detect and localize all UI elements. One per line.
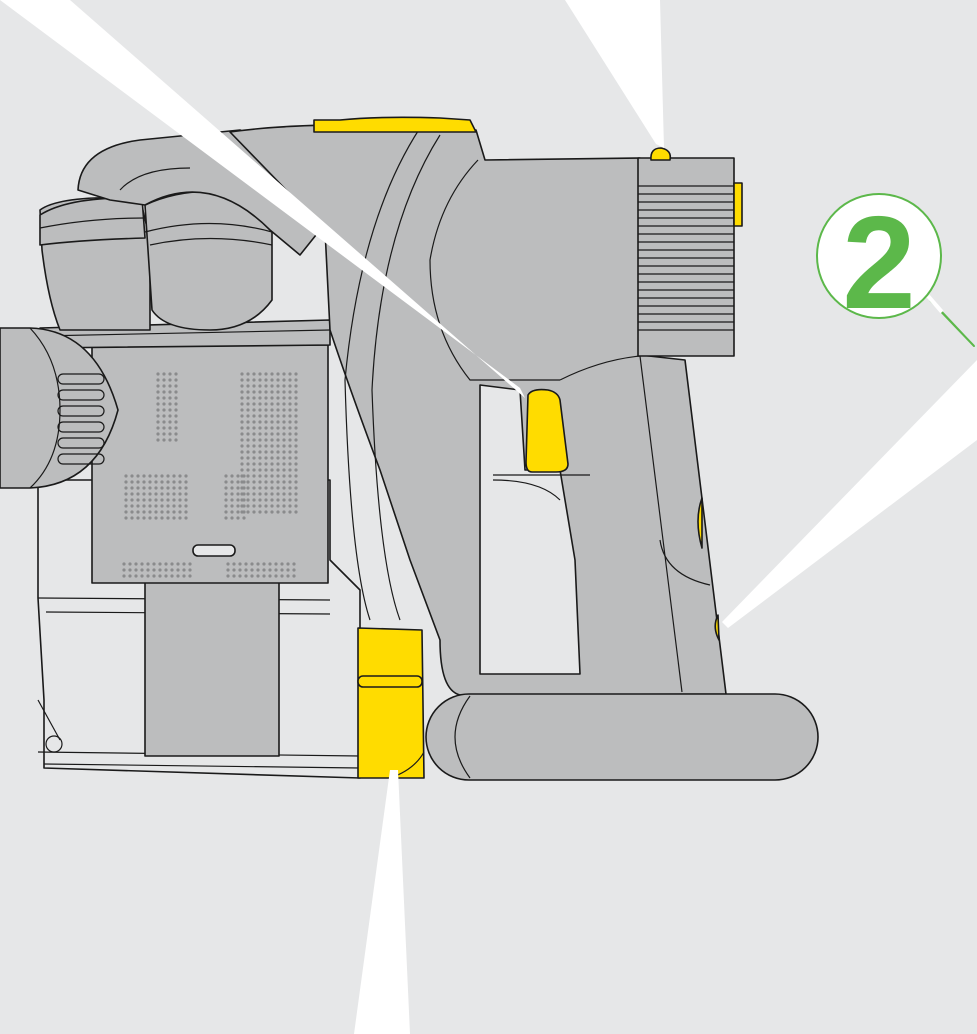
filter-cap-tab (733, 182, 743, 227)
handheld-vacuum-body (0, 124, 819, 781)
bin-release-catch (357, 627, 425, 779)
step-number: 2 (842, 189, 915, 336)
step-badge: 2 (816, 189, 975, 347)
shroud-slot (192, 544, 236, 557)
callout-bin-release (354, 770, 410, 1034)
mesh-dots (122, 372, 298, 578)
yellow-controls (313, 116, 743, 779)
charging-indicator-lower (714, 614, 720, 641)
filter-cap (637, 157, 735, 357)
trigger-button (525, 388, 569, 473)
callout-charging-light (722, 360, 977, 628)
step-badge-circle (816, 193, 942, 319)
cyclone-left-cap (39, 197, 146, 246)
cyclone-release-button (313, 116, 477, 133)
bin-center-column (144, 581, 280, 757)
top-indicator-button (650, 147, 672, 161)
nozzle-ribs (57, 373, 105, 465)
battery-pack (425, 693, 819, 781)
bin-hinge (45, 735, 63, 753)
filter-cap-ribs (638, 185, 734, 331)
charging-indicator-upper (697, 497, 703, 549)
handle-opening (479, 384, 581, 675)
callout-top-button (565, 0, 664, 148)
